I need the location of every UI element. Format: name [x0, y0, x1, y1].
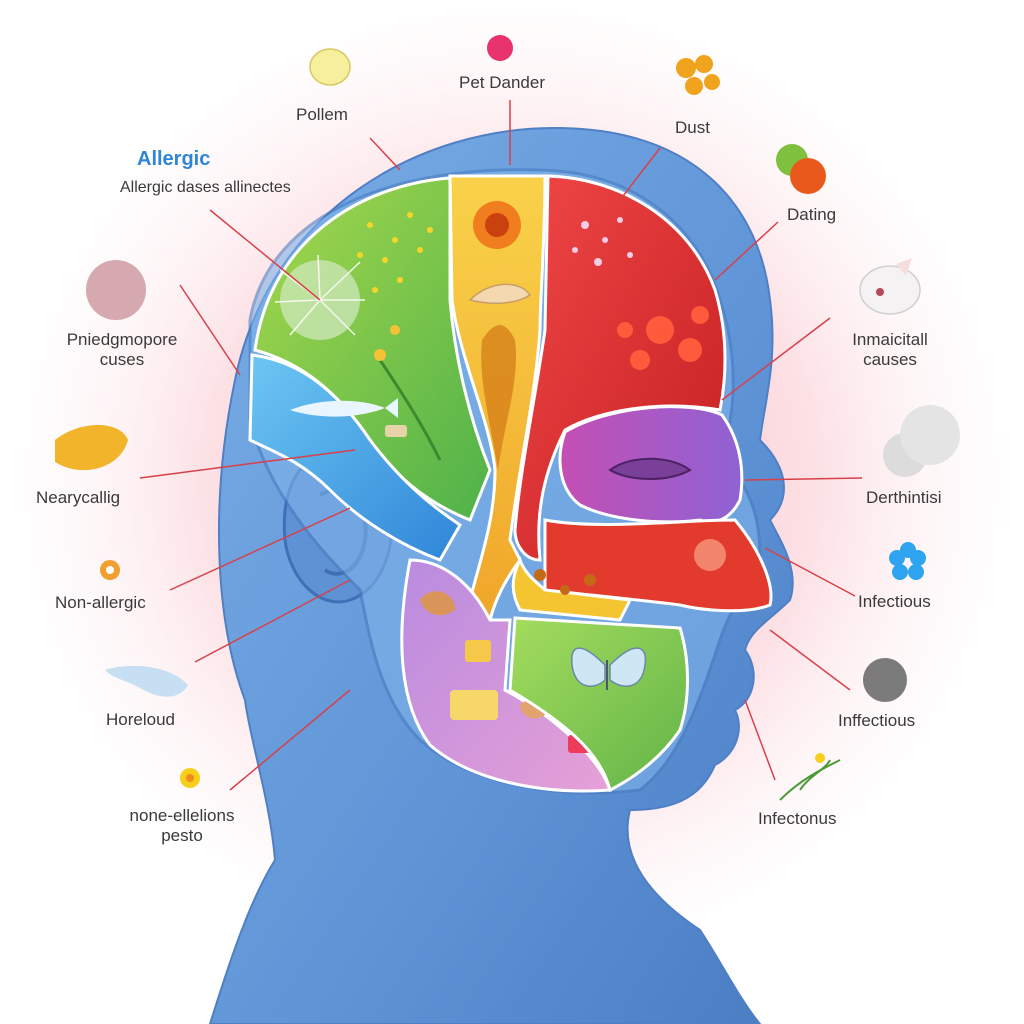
label-infectious-1: Infectious	[858, 592, 931, 611]
slug-icon	[105, 665, 188, 697]
label-intracranial-causes: Inmaicitall causes	[835, 330, 945, 370]
label-frequent-line1: Pniedgmopore	[66, 330, 178, 349]
subheading: Allergic dases allinectes	[120, 178, 291, 198]
dating-flowers-icon	[776, 144, 826, 194]
fish-icon	[290, 398, 398, 418]
label-pet-dander: Pet Dander	[459, 73, 545, 92]
pollen-seed-icon	[309, 48, 351, 86]
red-particles	[617, 306, 709, 370]
label-non-infectious-line2: pesto	[161, 826, 203, 845]
label-non-infectious-line1: none-ellelions	[129, 806, 235, 825]
spore-icon-left	[86, 260, 146, 320]
subheading-line2: allinectes	[224, 179, 291, 196]
label-infectonus: Infectonus	[758, 809, 837, 828]
label-dust: Dust	[675, 118, 710, 137]
dust-flowers-icon	[676, 55, 720, 95]
zone-lower-jaw	[400, 558, 613, 793]
plant-sprig-icon	[779, 759, 841, 801]
label-infectious-2: Inffectious	[838, 711, 916, 730]
animal-icon	[859, 258, 921, 315]
particle-icons	[55, 35, 960, 801]
yellow-specks	[357, 212, 433, 293]
throat-shape	[481, 325, 517, 470]
dust-ball-icons	[883, 405, 960, 477]
label-dermatitis: Derthintisi	[866, 488, 942, 507]
label-frequent-causes: Pniedgmopore cuses	[57, 330, 187, 370]
dust-speckles	[572, 217, 633, 266]
label-dating: Dating	[787, 205, 837, 224]
small-flower-icon-left	[100, 560, 120, 580]
label-horeloud: Horeloud	[106, 710, 175, 729]
label-pollen: Pollem	[296, 105, 348, 124]
cheese-icon	[55, 425, 128, 471]
zone-yellow-lower	[511, 556, 633, 622]
label-non-infectious: none-ellelions pesto	[102, 806, 262, 846]
eye	[608, 457, 692, 480]
yellow-flower-icon-left	[180, 768, 200, 788]
label-non-allergic: Non-allergic	[55, 593, 146, 612]
label-intracranial-line2: causes	[863, 350, 917, 369]
spiky-ball-icon	[863, 658, 907, 702]
label-nearycallig: Nearycallig	[36, 488, 121, 507]
heading-allergic: Allergic	[137, 148, 211, 170]
pet-dander-icon	[487, 35, 513, 61]
label-intracranial-line1: Inmaicitall	[852, 330, 928, 349]
leader-lines	[139, 100, 863, 791]
flower-icon	[473, 201, 521, 249]
blue-flower-icon	[889, 542, 926, 580]
subheading-line1: Allergic dases	[120, 179, 220, 196]
butterfly-icon	[571, 647, 647, 690]
label-frequent-line2: cuses	[99, 350, 145, 369]
